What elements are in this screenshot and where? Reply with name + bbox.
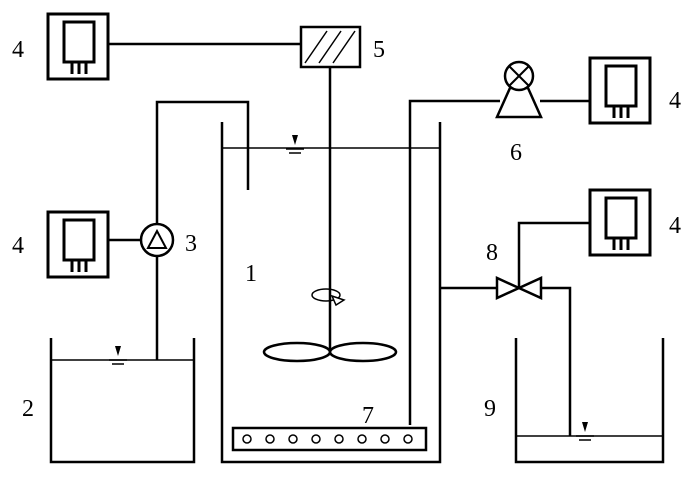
impeller-icon [262,288,398,363]
controller-top-right [588,56,652,125]
label-air-pump: 6 [510,140,522,166]
air-pump-icon [495,60,543,119]
reactor-vessel [220,122,442,464]
diffuser-icon [231,426,428,452]
label-diffuser: 7 [362,403,374,429]
water-level-icon [285,134,305,154]
valve-control-wire [517,221,590,288]
label-controller-right: 4 [669,213,681,239]
feed-tank [49,338,196,464]
controller-top-left [46,12,110,81]
label-reactor: 1 [245,261,257,287]
label-effluent-tank: 9 [484,396,496,422]
label-valve: 8 [486,240,498,266]
pump-icon [139,222,175,258]
controller-right [588,188,652,257]
label-feed-tank: 2 [22,396,34,422]
label-feed-pump: 3 [185,231,197,257]
controller-left [46,210,110,279]
label-controller-top-right: 4 [669,88,681,114]
motor-icon [299,25,362,69]
label-motor: 5 [373,37,385,63]
effluent-pipe-out [541,286,572,436]
label-controller-left: 4 [12,233,24,259]
air-pipe [408,99,500,425]
effluent-tank [514,338,665,464]
water-level-icon [575,421,595,441]
water-level-icon [108,345,128,365]
valve-icon [495,276,543,300]
label-controller-top-left: 4 [12,37,24,63]
